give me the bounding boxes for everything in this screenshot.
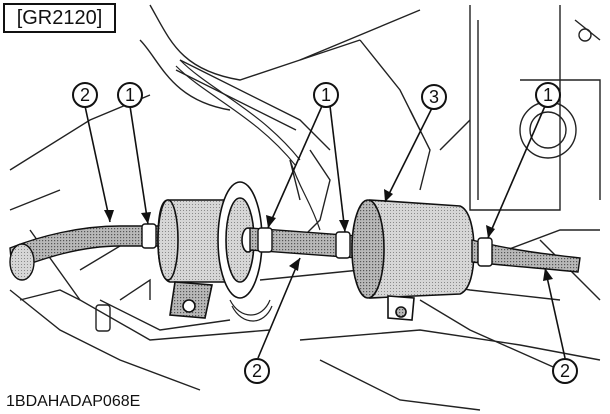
fuel-filter <box>351 199 475 321</box>
background-frame <box>9 4 601 411</box>
callout-hose: 2 <box>72 82 98 108</box>
callout-hose: 2 <box>244 358 270 384</box>
leader-lines <box>84 105 566 359</box>
wire-harness <box>175 59 321 322</box>
callout-hose: 2 <box>552 358 578 384</box>
figure-id-label: 1BDAHADAP068E <box>4 393 143 411</box>
callout-clamp: 1 <box>117 82 143 108</box>
fuel-pump <box>157 181 263 319</box>
callout-filter: 3 <box>421 84 447 110</box>
leader-arrowheads <box>104 189 553 281</box>
hose-right <box>471 239 581 273</box>
hose-clamps <box>141 223 493 267</box>
callout-clamp: 1 <box>313 82 339 108</box>
figure-code-label: [GR2120] <box>3 3 116 33</box>
callout-clamp: 1 <box>535 82 561 108</box>
